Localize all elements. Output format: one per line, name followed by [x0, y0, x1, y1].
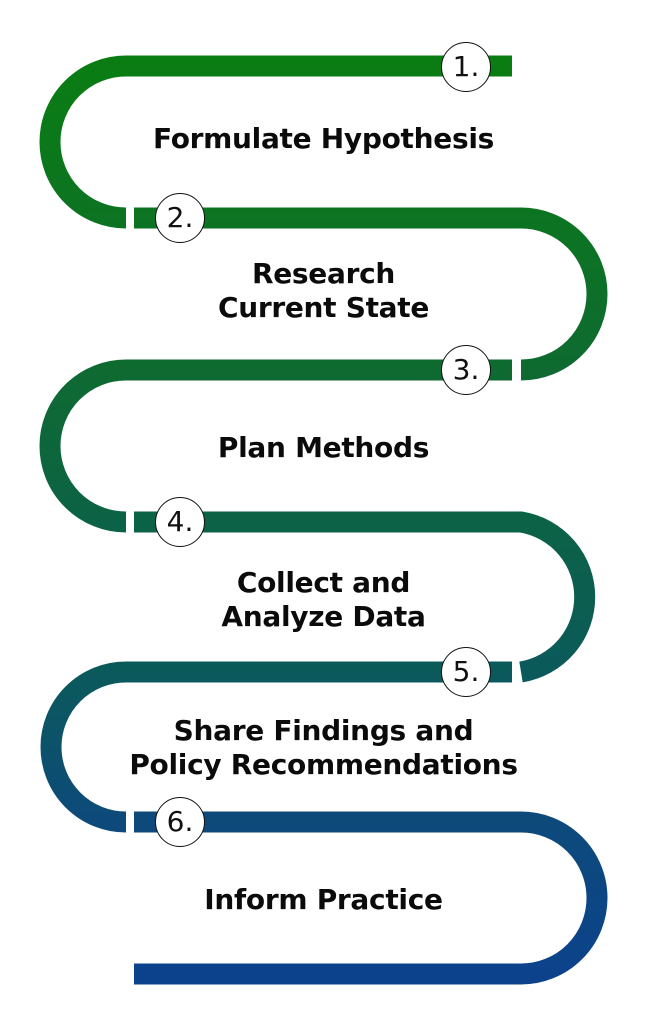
path-segment-5: [40, 661, 512, 833]
step-1-label: Formulate Hypothesis: [0, 122, 647, 156]
step-4-label-line-1: Collect and: [236, 566, 411, 599]
step-2-label: Research Current State: [0, 257, 647, 325]
path-segment-4: [134, 511, 596, 683]
path-segment-3: [39, 359, 512, 533]
step-3-label: Plan Methods: [0, 431, 647, 465]
step-6-label: Inform Practice: [0, 883, 647, 917]
step-4-label: Collect and Analyze Data: [0, 566, 647, 634]
path-segment-6: [134, 811, 608, 985]
step-4-label-line-2: Analyze Data: [221, 600, 426, 633]
step-5-label-line-1: Share Findings and: [173, 714, 474, 747]
step-3-number-badge: 3.: [441, 345, 491, 395]
step-5-label-line-2: Policy Recommendations: [129, 748, 518, 781]
path-segment-1: [39, 55, 512, 229]
step-1-number-badge: 1.: [441, 42, 491, 92]
step-5-number-badge: 5.: [441, 647, 491, 697]
path-segment-2: [134, 207, 608, 381]
step-6-number-badge: 6.: [155, 797, 205, 847]
step-2-label-line-2: Current State: [217, 291, 430, 324]
step-2-number-badge: 2.: [155, 193, 205, 243]
step-2-label-line-1: Research: [251, 257, 396, 290]
step-6-label-line-1: Inform Practice: [204, 883, 443, 916]
step-1-label-line-1: Formulate Hypothesis: [153, 122, 494, 155]
step-4-number-badge: 4.: [155, 497, 205, 547]
step-5-label: Share Findings and Policy Recommendation…: [0, 714, 647, 782]
step-3-label-line-1: Plan Methods: [217, 431, 430, 464]
